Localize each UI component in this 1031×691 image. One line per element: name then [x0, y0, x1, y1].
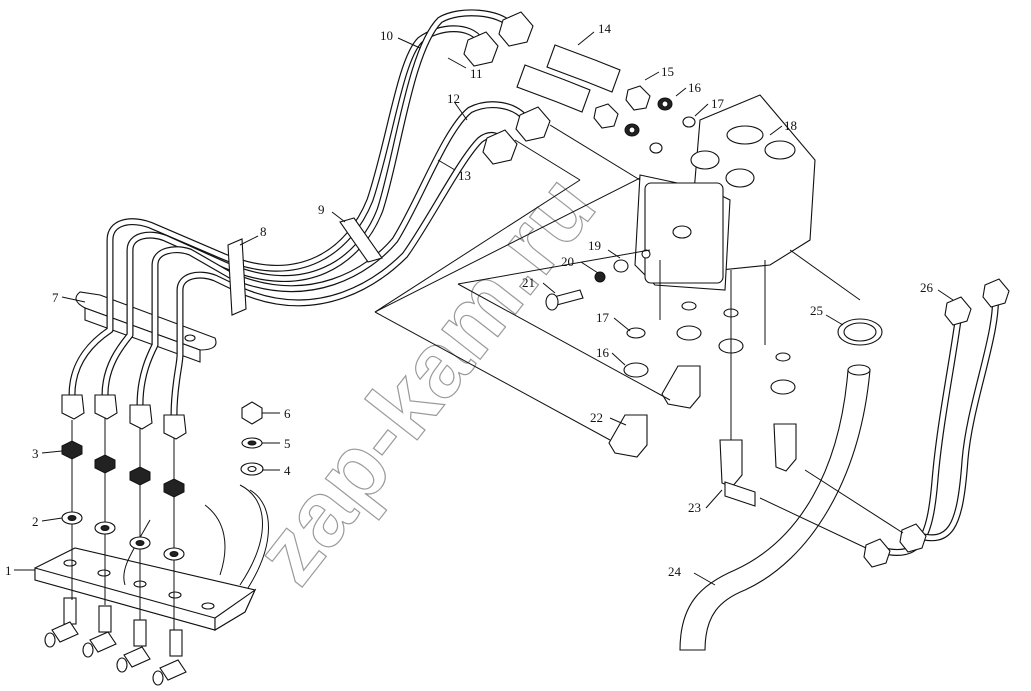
- callout-17-bottom: 17: [596, 310, 610, 325]
- callout-14: 14: [598, 21, 612, 36]
- callout-5: 5: [284, 436, 291, 451]
- callout-1: 1: [5, 563, 12, 578]
- callout-21: 21: [522, 275, 535, 290]
- callout-3: 3: [32, 446, 39, 461]
- callout-15: 15: [661, 64, 674, 79]
- callout-18: 18: [784, 118, 797, 133]
- lower-nuts-washers: [61, 440, 185, 561]
- callout-7: 7: [52, 290, 59, 305]
- bracket-bolts: [44, 597, 187, 686]
- callout-2: 2: [32, 514, 39, 529]
- callout-6: 6: [284, 406, 291, 421]
- leader-lines: [14, 31, 954, 586]
- callout-20: 20: [561, 254, 574, 269]
- connection-lines: [374, 124, 904, 549]
- tube-clamp-block: [75, 291, 217, 363]
- callout-4: 4: [284, 463, 291, 478]
- callout-9: 9: [318, 202, 325, 217]
- return-hose: [679, 364, 871, 651]
- bolt-and-washers: [545, 249, 651, 311]
- callout-26: 26: [920, 280, 934, 295]
- callout-17-top: 17: [711, 96, 725, 111]
- callout-13: 13: [458, 168, 471, 183]
- callout-11: 11: [470, 66, 483, 81]
- callout-numbers: 1 2 3 4 5 6 7 8 9 10 11 12 13 14 15 16 1…: [5, 21, 934, 579]
- callout-8: 8: [260, 224, 267, 239]
- control-valve-block: [634, 94, 816, 291]
- mounting-bracket: [34, 484, 269, 631]
- callout-10: 10: [380, 28, 393, 43]
- lower-elbow-fittings: [608, 301, 797, 488]
- callout-23: 23: [688, 500, 701, 515]
- tube-clamps: [227, 217, 383, 316]
- callout-24: 24: [668, 564, 682, 579]
- upper-fittings: [463, 11, 696, 165]
- return-tubes: [863, 278, 1010, 568]
- callout-12: 12: [447, 91, 460, 106]
- hose-clamp: [837, 318, 883, 346]
- callout-19: 19: [588, 238, 601, 253]
- callout-16-top: 16: [688, 80, 702, 95]
- callout-16-bottom: 16: [596, 345, 610, 360]
- callout-22: 22: [590, 410, 603, 425]
- lower-tube-nuts: [61, 394, 187, 440]
- callout-25: 25: [810, 303, 823, 318]
- nut-washer-stack: [240, 401, 264, 476]
- hydraulic-tube-bundle: [68, 9, 529, 419]
